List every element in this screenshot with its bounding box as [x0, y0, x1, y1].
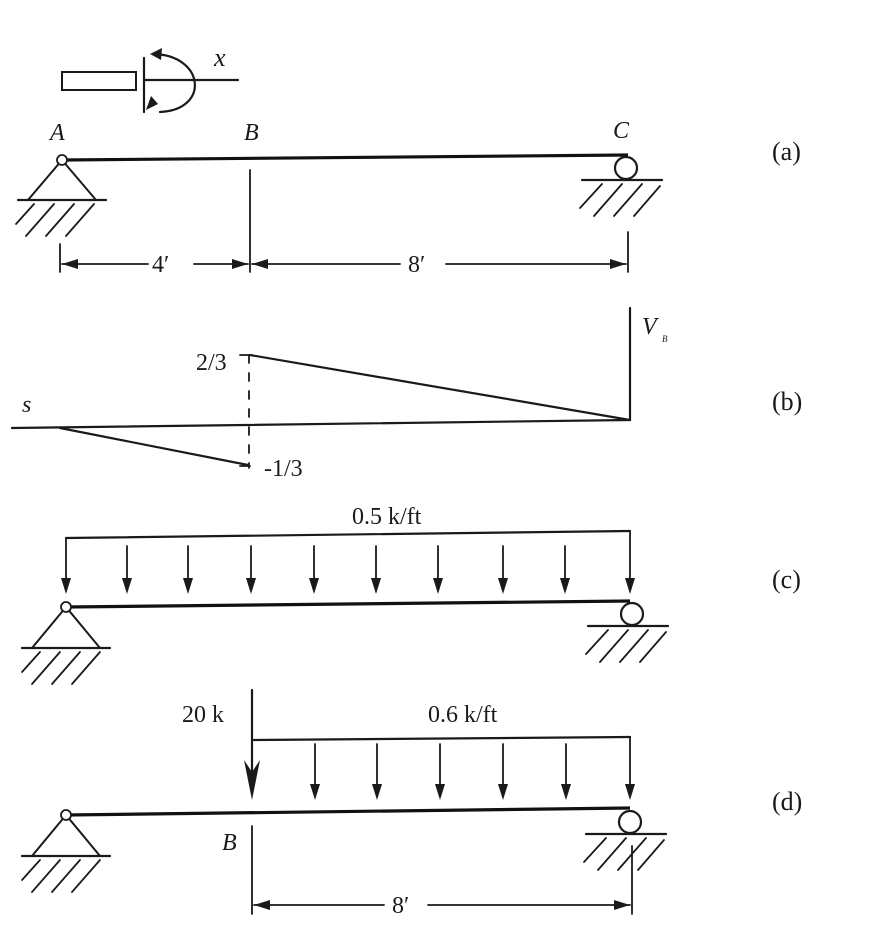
value-top-label: 2/3	[196, 350, 227, 376]
vb-subscript: B	[662, 334, 668, 344]
panel-a: x A B C	[15, 43, 801, 278]
dimension-ab-label: 4′	[152, 252, 169, 278]
influence-line-right	[248, 353, 632, 422]
load-top-line-d	[252, 735, 632, 742]
load-arrows-c	[61, 530, 635, 594]
beam-a	[61, 153, 629, 162]
distributed-load-d-label: 0.6 k/ft	[428, 702, 498, 728]
dimension-bc-d-label: 8′	[392, 893, 409, 919]
load-top-line-c	[64, 529, 632, 540]
pin-support-c-icon	[20, 601, 112, 685]
point-b-d-label: B	[222, 830, 237, 856]
beam-d	[65, 806, 631, 817]
s-label: s	[22, 392, 31, 418]
beam-c	[65, 599, 631, 609]
value-bottom-label: -1/3	[264, 456, 303, 482]
dimension-lines-d	[251, 825, 633, 915]
panel-b-label: (b)	[772, 387, 802, 416]
load-arrows-d	[310, 736, 635, 800]
x-axis-label: x	[213, 43, 226, 72]
panel-d: 20 k 0.6 k/ft	[20, 688, 802, 919]
dimension-lines-a	[59, 169, 629, 273]
influence-baseline	[10, 418, 632, 430]
panel-d-label: (d)	[772, 787, 802, 816]
pin-support-a-icon	[15, 154, 108, 237]
point-a-label: A	[48, 120, 65, 146]
panel-a-label: (a)	[772, 137, 801, 166]
pin-support-d-icon	[20, 809, 112, 893]
point-b-label: B	[244, 120, 259, 146]
point-load-arrow-icon	[244, 688, 260, 800]
roller-support-c2-icon	[585, 601, 670, 663]
roller-support-c-icon	[579, 155, 664, 217]
point-load-label: 20 k	[182, 702, 224, 728]
roller-support-d-icon	[583, 809, 668, 871]
distributed-load-c-label: 0.5 k/ft	[352, 504, 422, 530]
panel-c: 0.5 k/ft	[20, 504, 801, 685]
panel-c-label: (c)	[772, 565, 801, 594]
sign-convention-icon	[61, 48, 240, 114]
point-c-label: C	[613, 118, 630, 144]
influence-line-left	[58, 426, 250, 467]
vb-label: V	[642, 314, 659, 340]
panel-b: 2/3 -1/3 s V B (b)	[10, 306, 802, 482]
dimension-bc-label: 8′	[408, 252, 425, 278]
